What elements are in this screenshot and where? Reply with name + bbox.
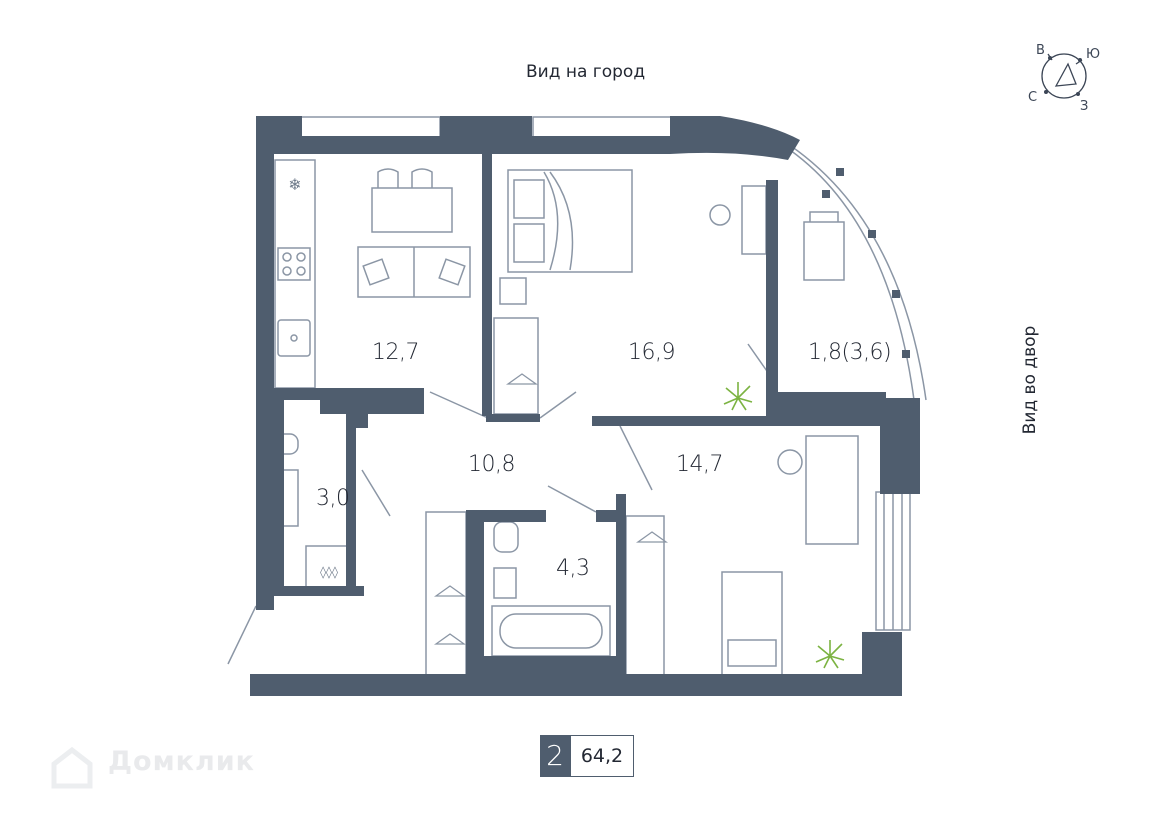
walls — [250, 116, 920, 696]
single-bed — [721, 571, 783, 681]
svg-text:◊◊◊: ◊◊◊ — [320, 565, 338, 579]
bed — [507, 169, 633, 273]
compass-east-label: В — [1036, 43, 1045, 58]
window-kitchen — [299, 116, 441, 138]
plant-icons — [723, 382, 845, 669]
bedroom-desk — [741, 185, 767, 255]
study-desk — [805, 435, 859, 545]
bath-sink — [493, 567, 517, 599]
view-yard-label: Вид во двор — [1020, 325, 1040, 435]
room-area-laundry: 3,0 — [316, 486, 350, 511]
bath-toilet — [493, 521, 519, 553]
stove-icon — [277, 247, 311, 281]
window-bedroom — [532, 116, 674, 138]
total-area-badge: 64,2 — [570, 735, 634, 777]
view-city-label: Вид на город — [526, 62, 646, 82]
kitchen-counter — [274, 159, 316, 389]
chairs — [377, 168, 433, 188]
room-count-badge: 2 — [540, 735, 570, 777]
room-area-bathroom: 4,3 — [556, 556, 590, 581]
nightstand — [499, 277, 527, 305]
room-area-kitchen: 12,7 — [372, 340, 419, 365]
loggia-table — [803, 221, 845, 281]
compass-west-label: З — [1080, 99, 1089, 114]
wardrobe — [493, 317, 539, 415]
room-area-study: 14,7 — [676, 452, 723, 477]
room-area-loggia: 1,8(3,6) — [808, 340, 892, 365]
compass-north-label: С — [1028, 90, 1038, 105]
sink-icon — [277, 319, 311, 357]
compass-south-label: Ю — [1086, 47, 1101, 62]
study-wardrobe — [625, 515, 665, 681]
watermark-logo-icon — [51, 746, 93, 789]
room-area-bedroom: 16,9 — [628, 340, 675, 365]
dining-table — [371, 187, 453, 233]
watermark-text: Домклик — [60, 746, 255, 777]
watermark-label: Домклик — [108, 746, 256, 777]
room-area-hall: 10,8 — [468, 452, 515, 477]
fridge-icon: ❄ — [288, 175, 301, 194]
